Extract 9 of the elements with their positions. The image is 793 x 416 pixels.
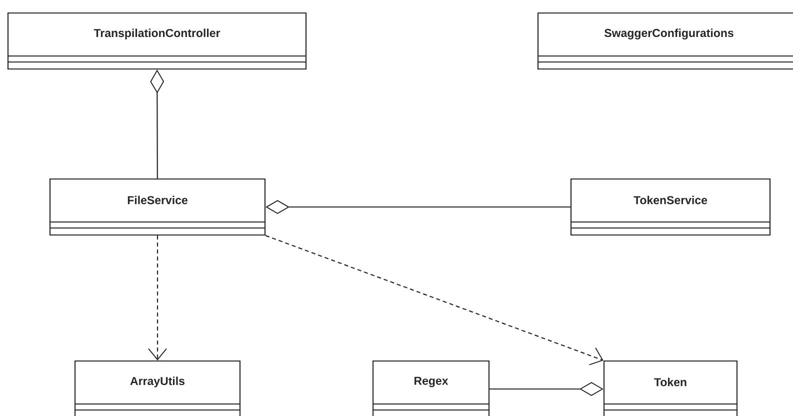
class-box: ArrayUtils xyxy=(74,360,241,416)
class-box: Regex xyxy=(372,360,490,416)
class-box: TranspilationController xyxy=(7,12,307,70)
dependency-arrow xyxy=(148,236,167,360)
class-box: FileService xyxy=(49,178,266,236)
dependency-arrow xyxy=(265,235,604,366)
class-box: Token xyxy=(603,360,738,416)
class-box: TokenService xyxy=(570,178,771,236)
class-box: SwaggerConfigurations xyxy=(537,12,793,70)
